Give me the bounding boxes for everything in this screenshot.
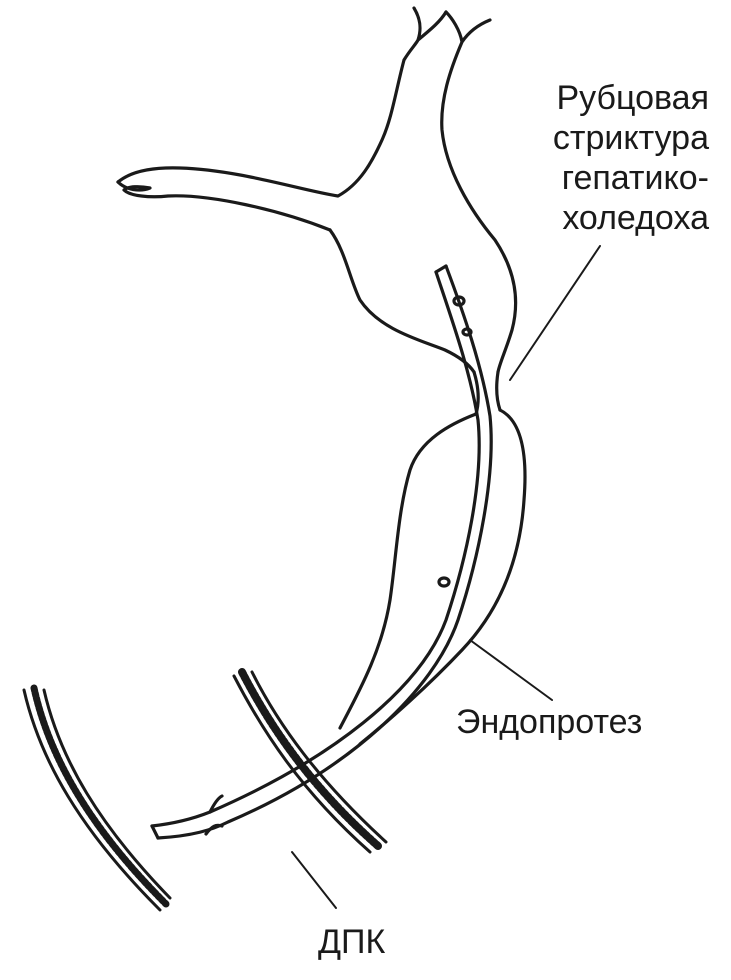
stricture-label-line-1: Рубцовая <box>553 78 709 118</box>
stent-top-cap <box>436 266 446 272</box>
hepatic-duct-left-outline <box>118 8 446 196</box>
stent-leader-line <box>470 640 552 700</box>
stricture-right <box>497 372 500 410</box>
stricture-leader-line <box>510 246 600 380</box>
duodenum-wall-left-edge <box>44 690 170 898</box>
duodenum-label: ДПК <box>318 922 385 962</box>
stent-label: Эндопротез <box>456 702 642 742</box>
stent-bottom-cap <box>152 826 158 838</box>
stricture-label: Рубцовая стриктура гепатико- холедоха <box>553 78 709 238</box>
stent-hole-middle <box>463 329 471 335</box>
stent-outer-left <box>152 272 479 826</box>
stent-hole-lower <box>439 578 449 586</box>
stricture-label-line-2: стриктура <box>553 118 709 158</box>
duodenum-leader-line <box>292 852 336 908</box>
stricture-label-line-4: холедоха <box>553 198 709 238</box>
stricture-label-line-3: гепатико- <box>553 158 709 198</box>
duodenum-wall-right-edge <box>252 672 386 842</box>
